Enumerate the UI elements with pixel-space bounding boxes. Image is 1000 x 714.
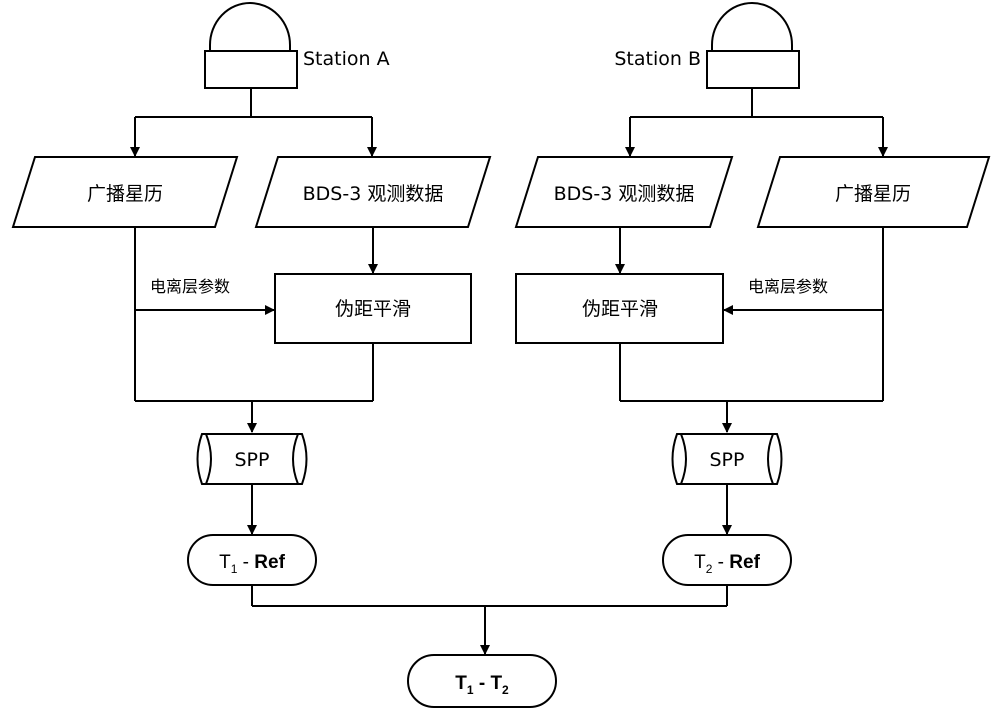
station-b-ephemeris-box <box>756 156 991 228</box>
station-b-smoothing-label: 伪距平滑 <box>582 298 658 320</box>
station-a-smoothing-box <box>274 273 472 344</box>
station-b-spp-box <box>671 433 783 485</box>
station-b-result-label: T2 - Ref <box>694 552 760 576</box>
station-b-label: Station B <box>614 48 701 70</box>
station-b-smoothing-box <box>515 273 724 344</box>
station-b-antenna-icon <box>706 2 800 89</box>
difference-label: T1 - T2 <box>455 673 509 697</box>
station-a-observations-box <box>254 156 492 228</box>
station-a-smoothing-label: 伪距平滑 <box>335 298 411 320</box>
station-a-ephemeris-label: 广播星历 <box>87 183 163 205</box>
station-b-observations-box <box>514 156 734 228</box>
station-b-ephemeris-label: 广播星历 <box>835 183 911 205</box>
station-a-result-label: T1 - Ref <box>219 552 285 576</box>
station-a-spp-label: SPP <box>235 449 270 471</box>
station-a-observations-label: BDS-3 观测数据 <box>303 183 444 205</box>
station-a-label: Station A <box>303 48 390 70</box>
station-b-spp-label: SPP <box>710 449 745 471</box>
difference-box <box>407 654 557 708</box>
station-a-spp-box <box>196 433 308 485</box>
station-a-ionosphere-label: 电离层参数 <box>150 277 230 296</box>
station-b-observations-label: BDS-3 观测数据 <box>554 183 695 205</box>
station-a-antenna-icon <box>204 2 298 89</box>
station-b-ionosphere-label: 电离层参数 <box>748 277 828 296</box>
station-a-ephemeris-box <box>11 156 239 228</box>
